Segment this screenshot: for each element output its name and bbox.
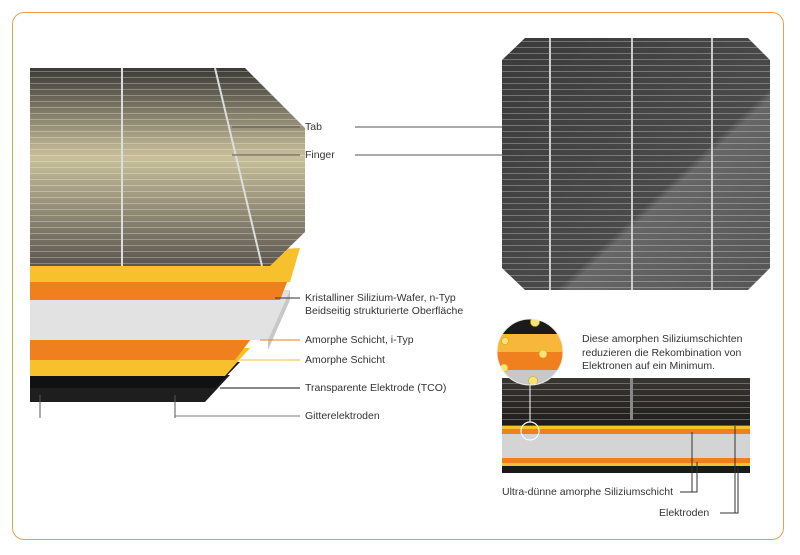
layer-stack bbox=[30, 67, 305, 418]
note-line1: Diese amorphen Siliziumschichten bbox=[582, 333, 743, 345]
label-wafer-line2: Beidseitig strukturierte Oberfläche bbox=[305, 305, 464, 317]
wafer-layer bbox=[30, 290, 290, 340]
label-ultra: Ultra-dünne amorphe Siliziumschicht bbox=[502, 486, 673, 498]
label-finger: Finger bbox=[305, 149, 335, 161]
note-line3: Elektronen auf ein Minimum. bbox=[582, 360, 716, 372]
note-text: Diese amorphen Siliziumschichten reduzie… bbox=[582, 333, 743, 374]
label-amorph: Amorphe Schicht bbox=[305, 354, 385, 366]
label-tco: Transparente Elektrode (TCO) bbox=[305, 382, 447, 394]
label-wafer: Kristalliner Silizium-Wafer, n-Typ Beids… bbox=[305, 292, 463, 318]
label-wafer-line1: Kristalliner Silizium-Wafer, n-Typ bbox=[305, 292, 456, 304]
note-line2: reduzieren die Rekombination von bbox=[582, 346, 742, 359]
solar-cell-front bbox=[502, 38, 770, 290]
label-gitter: Gitterelektroden bbox=[305, 410, 380, 422]
diagram-frame bbox=[12, 12, 784, 540]
label-elektroden: Elektroden bbox=[659, 507, 710, 519]
label-amorph-i: Amorphe Schicht, i-Typ bbox=[305, 334, 414, 346]
label-tab: Tab bbox=[305, 121, 322, 133]
